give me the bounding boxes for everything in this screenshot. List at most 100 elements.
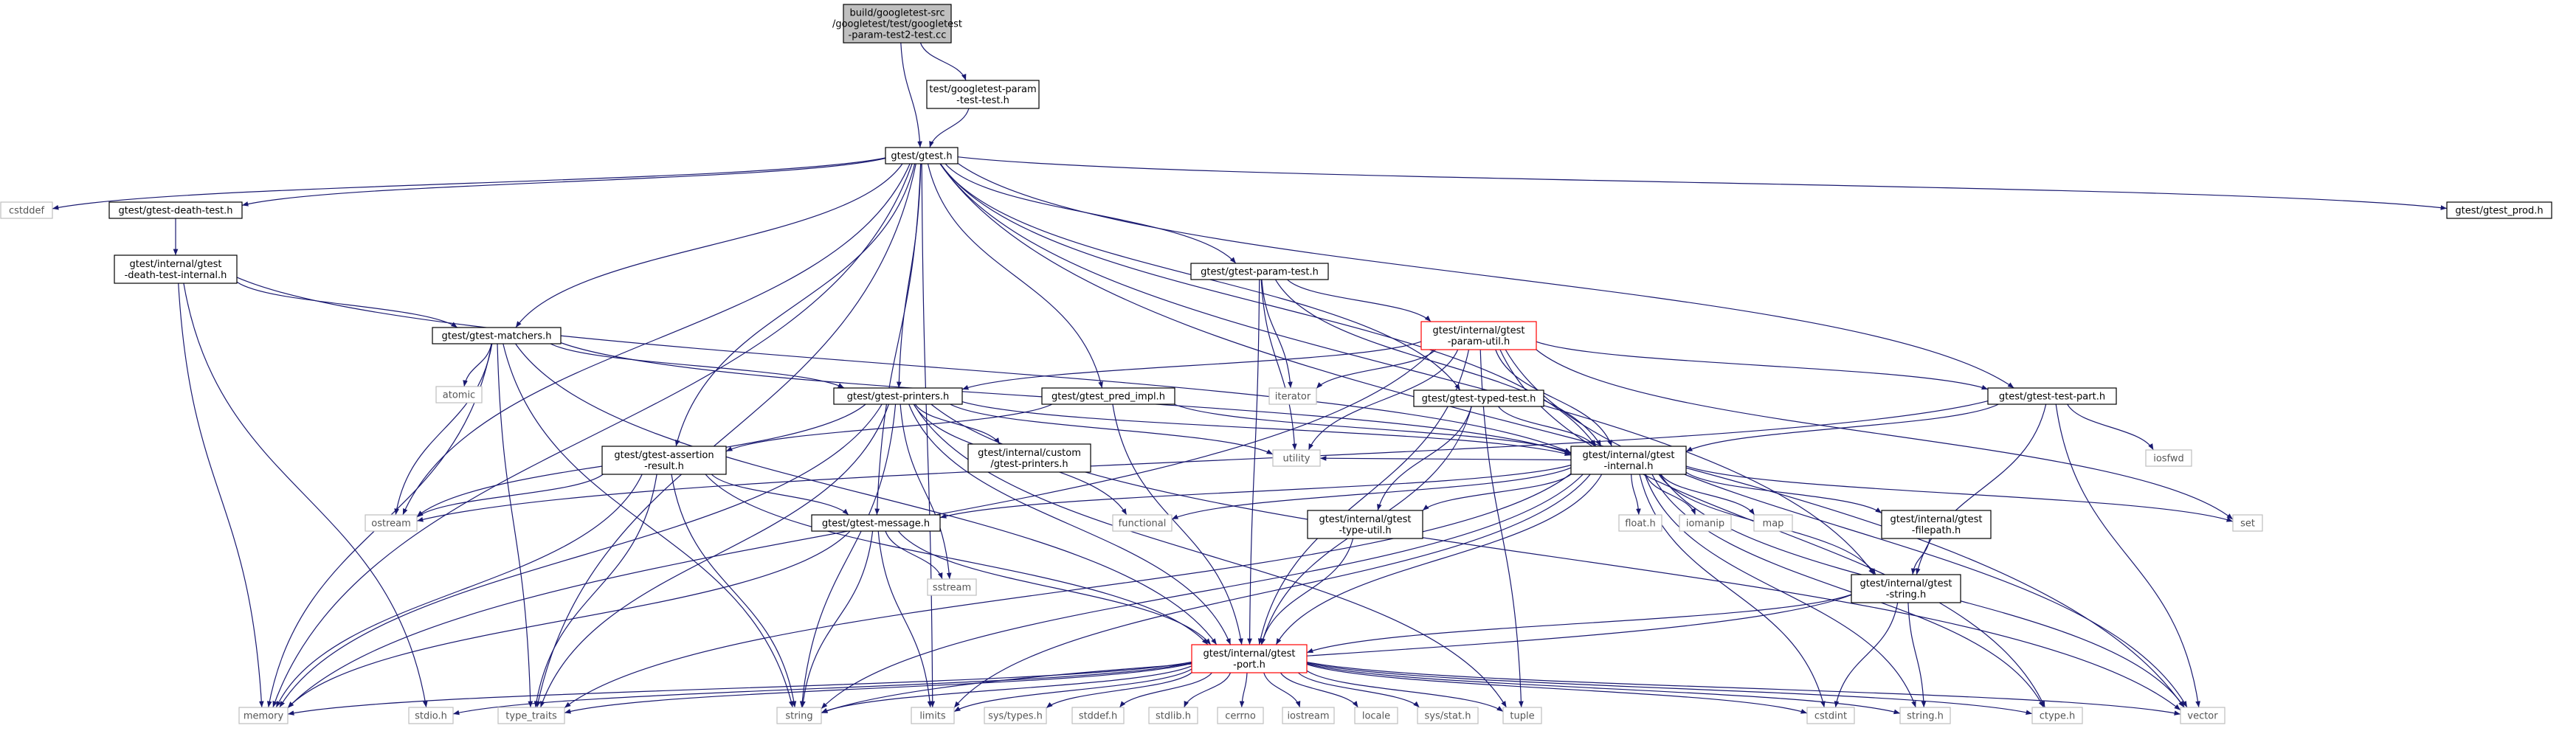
edge-filepath_h-to-string_internal_h	[1910, 538, 1930, 575]
node-assertion_result_h[interactable]: gtest/gtest-assertion-result.h	[601, 446, 727, 475]
node-box	[1881, 510, 1992, 539]
node-ostream: ostream	[365, 514, 418, 532]
node-label: limits	[919, 711, 946, 722]
node-label: -filepath.h	[1912, 525, 1961, 536]
node-death_test_internal_h[interactable]: gtest/internal/gtest-death-test-internal…	[114, 254, 238, 284]
node-box	[1679, 514, 1732, 532]
edge-pred_impl_h-to-port_h	[1112, 403, 1243, 645]
node-typed_test_h[interactable]: gtest/gtest-typed-test.h	[1413, 389, 1544, 407]
node-port_h[interactable]: gtest/internal/gtest-port.h	[1191, 644, 1308, 673]
edge-param_util_h-to-test_part_h	[1536, 341, 1989, 390]
edge-message_h-to-sstream	[885, 530, 943, 580]
edge-port_h-to-iostream	[1263, 672, 1301, 708]
node-label: -internal.h	[1604, 461, 1654, 472]
edge-port_h-to-stdio_h	[452, 662, 1192, 716]
node-internal_h[interactable]: gtest/internal/gtest-internal.h	[1570, 446, 1687, 475]
node-label: iostream	[1287, 711, 1329, 722]
edge-gtest_h-to-string_internal_h	[939, 163, 1875, 575]
node-filepath_h[interactable]: gtest/internal/gtest-filepath.h	[1881, 510, 1992, 539]
node-label: map	[1763, 519, 1784, 530]
node-label: gtest/gtest-param-test.h	[1201, 267, 1319, 278]
node-param_test_h[interactable]: gtest/gtest-param-test.h	[1190, 263, 1329, 280]
node-box	[911, 707, 955, 724]
node-printers_h[interactable]: gtest/gtest-printers.h	[833, 387, 963, 405]
node-root[interactable]: build/googletest-src/googletest/test/goo…	[832, 4, 962, 44]
node-label: test/googletest-param	[929, 84, 1036, 95]
node-label: utility	[1283, 454, 1311, 465]
node-gtest_h[interactable]: gtest/gtest.h	[885, 147, 959, 164]
node-box	[601, 446, 727, 475]
node-label: stdlib.h	[1156, 711, 1191, 722]
node-box	[1420, 321, 1537, 350]
node-ctype_h: ctype.h	[2031, 707, 2083, 724]
edge-test_part_h-to-iosfwd	[2067, 403, 2154, 451]
node-type_util_h[interactable]: gtest/internal/gtest-type-util.h	[1307, 510, 1423, 539]
edge-port_h-to-sys_types_h	[1046, 672, 1192, 709]
node-death_test_h[interactable]: gtest/gtest-death-test.h	[108, 201, 243, 219]
node-box	[435, 386, 483, 403]
node-label: string	[785, 711, 812, 722]
edge-message_h-to-memory	[287, 530, 851, 709]
node-box	[967, 443, 1091, 473]
edge-message_h-to-limits	[877, 530, 933, 708]
node-label: gtest/internal/gtest	[1890, 514, 1982, 525]
node-message_h[interactable]: gtest/gtest-message.h	[811, 514, 941, 532]
edge-printers_h-to-utility	[950, 403, 1274, 455]
edge-printers_h-to-sstream	[899, 403, 952, 580]
edge-internal_h-to-iomanip	[1645, 474, 1696, 516]
node-box	[2232, 514, 2263, 532]
edge-test_part_h-to-internal_h	[1685, 403, 1999, 452]
edge-param_test_test_h-to-gtest_h	[929, 108, 970, 148]
edge-param_util_h-to-utility	[1308, 349, 1459, 451]
node-label: memory	[244, 711, 284, 722]
node-string_internal_h[interactable]: gtest/internal/gtest-string.h	[1851, 574, 1961, 603]
node-param_util_h[interactable]: gtest/internal/gtest-param-util.h	[1420, 321, 1537, 350]
edge-assertion_result_h-to-port_h	[705, 474, 1209, 645]
node-label: /googletest/test/googletest	[832, 19, 962, 30]
node-box	[1618, 514, 1662, 532]
edge-matchers_h-to-atomic	[463, 343, 492, 387]
node-label: ostream	[371, 519, 411, 530]
node-box	[432, 327, 562, 344]
edge-printers_h-to-vector	[930, 403, 2181, 711]
node-gtest_prod_h[interactable]: gtest/gtest_prod.h	[2446, 201, 2552, 219]
node-box	[1570, 446, 1687, 475]
node-pred_impl_h[interactable]: gtest/gtest_pred_impl.h	[1041, 387, 1175, 405]
edge-pred_impl_h-to-internal_h	[1173, 403, 1572, 454]
edge-string_internal_h-to-string	[821, 594, 1852, 714]
node-test_part_h[interactable]: gtest/gtest-test-part.h	[1987, 387, 2117, 405]
edge-param_util_h-to-printers_h	[961, 341, 1422, 390]
edge-printers_h-to-custom_printers_h	[914, 403, 1001, 445]
edge-matchers_h-to-ostream	[394, 343, 493, 516]
node-param_test_test_h[interactable]: test/googletest-param-test-test.h	[926, 80, 1040, 109]
edge-message_h-to-port_h	[897, 530, 1212, 645]
edge-port_h-to-locale	[1280, 672, 1358, 708]
node-float_h: float.h	[1618, 514, 1662, 532]
node-box	[108, 201, 243, 219]
node-label: vector	[2187, 711, 2218, 722]
node-label: gtest/internal/gtest	[1860, 578, 1952, 589]
node-label: stddef.h	[1079, 711, 1117, 722]
edge-port_h-to-string	[821, 665, 1192, 713]
node-custom_printers_h[interactable]: gtest/internal/custom/gtest-printers.h	[967, 443, 1091, 473]
edge-param_util_h-to-set	[1536, 349, 2234, 520]
node-label: sys/types.h	[988, 711, 1043, 722]
node-label: gtest/gtest-typed-test.h	[1422, 394, 1536, 405]
node-string: string	[776, 707, 822, 724]
node-matchers_h[interactable]: gtest/gtest-matchers.h	[432, 327, 562, 344]
edge-printers_h-to-string	[799, 403, 897, 708]
node-label: -result.h	[644, 461, 684, 472]
node-label: gtest/internal/gtest	[1582, 450, 1674, 461]
node-stdlib_h: stdlib.h	[1148, 707, 1198, 724]
node-label: gtest/internal/gtest	[1319, 514, 1411, 525]
node-label: atomic	[443, 390, 475, 401]
node-box	[843, 4, 952, 44]
edge-internal_h-to-functional	[1171, 467, 1572, 520]
edge-test_part_h-to-vector	[2055, 403, 2200, 708]
node-box	[984, 707, 1047, 724]
edge-death_test_internal_h-to-matchers_h	[236, 281, 458, 328]
edge-internal_h-to-ctype_h	[1651, 474, 2045, 708]
edge-port_h-to-sys_stat_h	[1297, 672, 1420, 708]
node-box	[365, 514, 418, 532]
node-box	[1190, 263, 1329, 280]
